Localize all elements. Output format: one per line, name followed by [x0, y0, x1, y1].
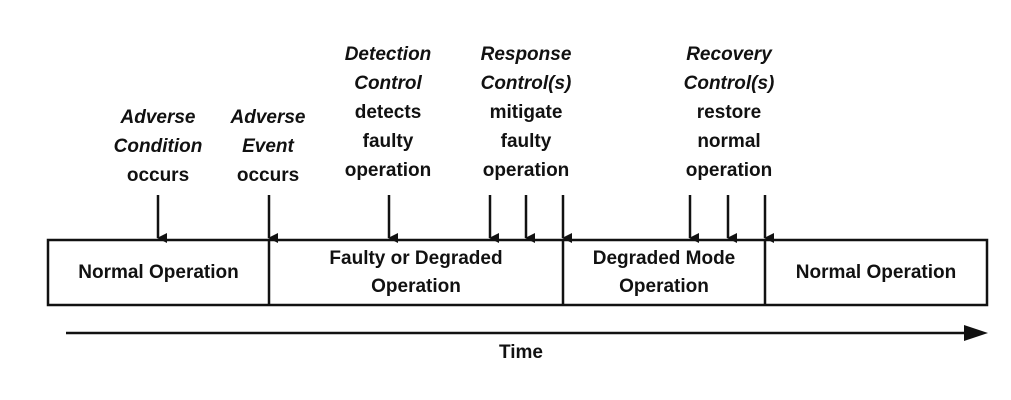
event-label-detection-control: Detection Control detects faulty operati… [345, 40, 432, 185]
event-label-adverse-event: Adverse Event occurs [231, 103, 306, 190]
segment-normal-operation-end: Normal Operation [765, 240, 987, 305]
event-label-line: detects [354, 102, 422, 123]
event-label-line: operation [482, 160, 570, 181]
time-axis-arrowhead [964, 325, 988, 341]
event-label-line: Recovery [686, 44, 772, 65]
segment-degraded-mode-operation: Degraded Mode Operation [563, 240, 765, 305]
segment-normal-operation-start: Normal Operation [48, 240, 269, 305]
segment-label-line: Faulty or Degraded [329, 247, 503, 269]
event-label-line: occurs [236, 165, 300, 186]
event-label-recovery-control: Recovery Control(s) restore normal opera… [684, 40, 775, 185]
event-label-adverse-condition: Adverse Condition occurs [114, 103, 203, 190]
event-label-line: operation [344, 160, 432, 181]
event-label-line: Detection [344, 44, 432, 65]
event-label-line: Condition [113, 136, 203, 157]
segment-label-line: Normal Operation [78, 261, 239, 283]
event-label-response-control: Response Control(s) mitigate faulty oper… [481, 40, 572, 185]
event-label-line: mitigate [489, 102, 563, 123]
segment-label-line: Normal Operation [795, 261, 957, 283]
segment-label-line: Operation [619, 275, 709, 297]
time-axis-label: Time [498, 342, 544, 363]
event-label-line: Control(s) [683, 73, 775, 94]
event-label-line: Control [354, 73, 422, 94]
event-label-line: faulty [500, 131, 552, 152]
segment-faulty-degraded-operation: Faulty or Degraded Operation [269, 240, 563, 305]
event-label-line: operation [685, 160, 773, 181]
timeline-box [46, 238, 989, 307]
event-label-line: restore [696, 102, 762, 123]
event-label-line: Adverse [120, 107, 196, 128]
segment-label-line: Degraded Mode [592, 247, 736, 269]
event-arrows [156, 195, 774, 243]
event-label-line: normal [697, 131, 761, 152]
event-label-line: occurs [126, 165, 190, 186]
segment-label-line: Operation [371, 275, 461, 297]
event-label-line: Adverse [230, 107, 306, 128]
event-label-line: Control(s) [480, 73, 572, 94]
event-label-line: faulty [362, 131, 414, 152]
event-label-line: Event [242, 136, 294, 157]
event-label-line: Response [480, 44, 572, 65]
